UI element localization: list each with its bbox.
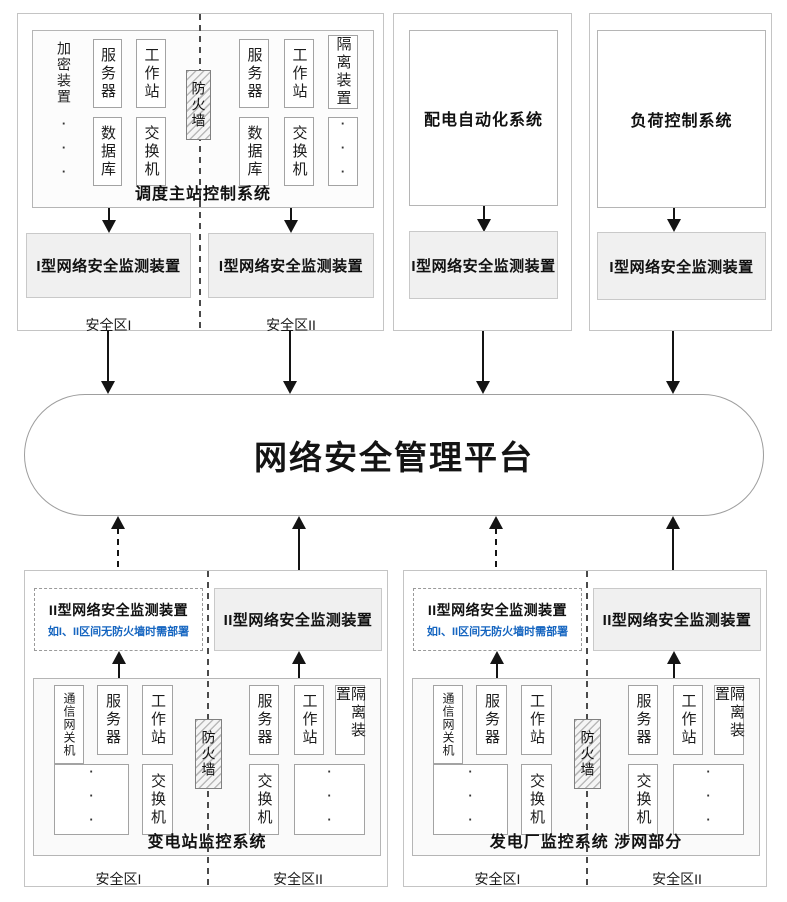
device-isolation: 隔离装置 — [713, 685, 745, 755]
device-server: 服务器 — [97, 685, 128, 755]
device-gateway: 通信网关机 — [433, 685, 463, 764]
device-workstation: 工作站 — [284, 39, 314, 108]
device-workstation: 工作站 — [521, 685, 552, 755]
arrow-up — [291, 651, 307, 678]
firewall-box: 防火墙 — [574, 719, 601, 789]
device-workstation: 工作站 — [673, 685, 703, 755]
ellipsis-dots-box: ··· — [328, 116, 358, 188]
monitor-type1-box: I型网络安全监测装置 — [597, 232, 766, 300]
device-isolation: 隔离装置 — [334, 685, 366, 755]
deploy-note: 如I、II区间无防火墙时需部署 — [47, 626, 190, 638]
section-plant: II型网络安全监测装置 如I、II区间无防火墙时需部署 II型网络安全监测装置 … — [403, 570, 767, 888]
platform-stadium: 网络安全管理平台 — [24, 394, 764, 516]
monitor-type2-box: II型网络安全监测装置 — [214, 588, 382, 651]
zone2-label: 安全区II — [652, 871, 702, 887]
arrow-up-dashed — [110, 516, 126, 587]
device-server: 服务器 — [93, 39, 122, 108]
distribution-system-box: 配电自动化系统 — [409, 30, 558, 206]
device-gateway: 通信网关机 — [54, 685, 84, 764]
arrow-down — [666, 208, 682, 232]
device-isolation: 隔离装置 — [328, 35, 358, 109]
zone2-label: 安全区II — [273, 871, 323, 887]
plant-system-label: 发电厂监控系统 涉网部分 — [489, 834, 683, 851]
dispatch-system-label: 调度主站控制系统 — [134, 186, 271, 203]
device-switch: 交换机 — [142, 764, 173, 835]
ellipsis-dots-box: ··· — [433, 764, 508, 836]
arrow-down — [100, 331, 116, 394]
arrow-up-dashed — [488, 516, 504, 587]
dispatch-system-box: 加密装置 ··· 服务器 工作站 防火墙 服务器 工作站 隔离装置 数据库 交换… — [32, 30, 374, 208]
arrow-down — [665, 331, 681, 394]
arrow-up — [111, 651, 127, 678]
zone2-label: 安全区II — [266, 317, 316, 333]
device-server: 服务器 — [249, 685, 279, 755]
device-encryption-label: 加密装置 — [56, 41, 72, 105]
monitor-type1-box: I型网络安全监测装置 — [208, 233, 374, 298]
arrow-down — [475, 331, 491, 394]
arrow-down — [476, 206, 492, 232]
arrow-up — [666, 651, 682, 678]
zone-divider-dashed — [199, 14, 201, 332]
load-system-box: 负荷控制系统 — [597, 30, 766, 208]
substation-system-label: 变电站监控系统 — [34, 828, 380, 852]
device-database: 数据库 — [93, 117, 122, 186]
arrow-up — [291, 516, 307, 587]
device-switch: 交换机 — [136, 117, 166, 186]
zone1-label: 安全区I — [474, 871, 521, 887]
monitor-type1-box: I型网络安全监测装置 — [409, 231, 558, 299]
device-server: 服务器 — [239, 39, 269, 108]
ellipsis-dots: ··· — [56, 116, 72, 188]
arrow-up — [665, 516, 681, 587]
arrow-up — [489, 651, 505, 678]
section-substation: II型网络安全监测装置 如I、II区间无防火墙时需部署 II型网络安全监测装置 … — [24, 570, 388, 888]
device-encryption: 加密装置 — [51, 39, 77, 107]
monitor-type2-box-optional: II型网络安全监测装置 如I、II区间无防火墙时需部署 — [413, 588, 582, 651]
device-switch: 交换机 — [249, 764, 279, 835]
monitor-type2-box-optional: II型网络安全监测装置 如I、II区间无防火墙时需部署 — [34, 588, 203, 651]
device-switch: 交换机 — [284, 117, 314, 186]
device-switch: 交换机 — [521, 764, 552, 835]
ellipsis-dots-box: ··· — [54, 764, 129, 836]
device-server: 服务器 — [628, 685, 658, 755]
device-workstation: 工作站 — [142, 685, 173, 755]
firewall-box: 防火墙 — [195, 719, 222, 789]
device-switch: 交换机 — [628, 764, 658, 835]
section-load: 负荷控制系统 I型网络安全监测装置 — [589, 13, 772, 331]
ellipsis-dots-box: ··· — [673, 764, 744, 836]
section-distribution: 配电自动化系统 I型网络安全监测装置 — [393, 13, 572, 331]
device-database: 数据库 — [239, 117, 269, 186]
monitor-type1-box: I型网络安全监测装置 — [26, 233, 191, 298]
arrow-down — [101, 208, 117, 233]
arrow-down — [283, 208, 299, 233]
arrow-down — [282, 331, 298, 394]
zone1-label: 安全区I — [85, 317, 132, 333]
deploy-note: 如I、II区间无防火墙时需部署 — [426, 626, 569, 638]
firewall-box: 防火墙 — [186, 70, 211, 140]
device-workstation: 工作站 — [136, 39, 166, 108]
section-dispatch: 加密装置 ··· 服务器 工作站 防火墙 服务器 工作站 隔离装置 数据库 交换… — [17, 13, 384, 333]
device-server: 服务器 — [476, 685, 507, 755]
ellipsis-dots-box: ··· — [294, 764, 365, 836]
monitor-type2-box: II型网络安全监测装置 — [593, 588, 761, 651]
device-workstation: 工作站 — [294, 685, 324, 755]
zone1-label: 安全区I — [95, 871, 142, 887]
